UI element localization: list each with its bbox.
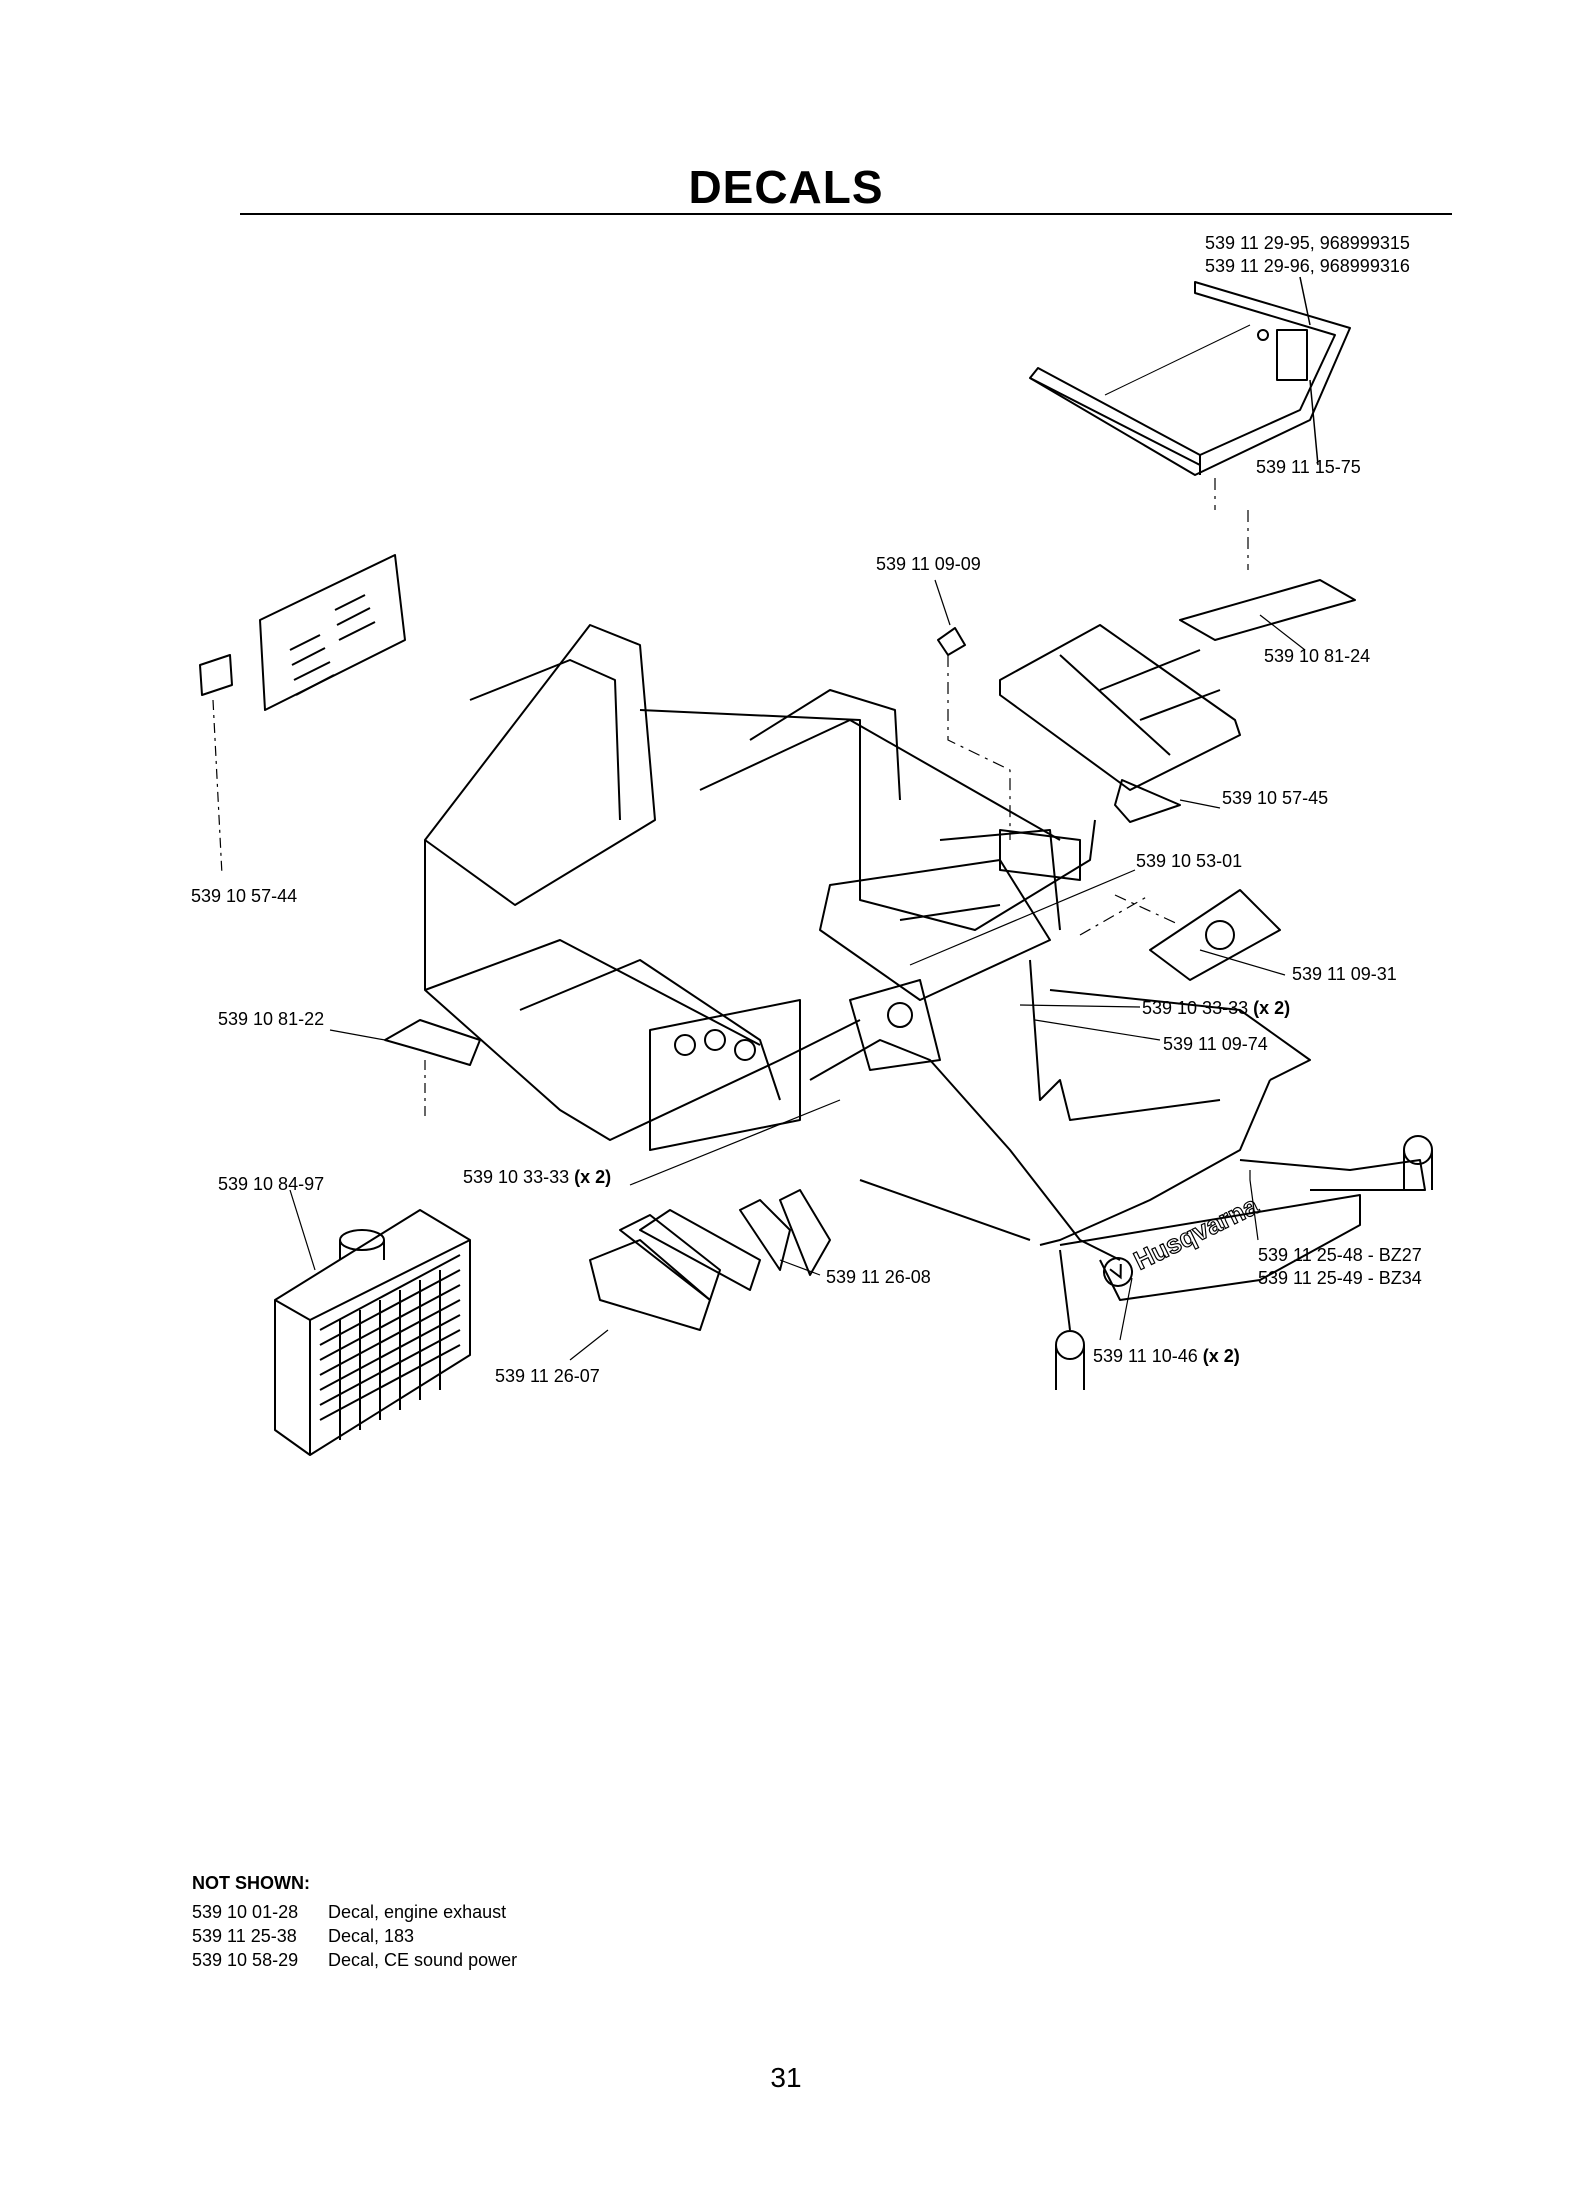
- not-shown-heading: NOT SHOWN:: [192, 1873, 310, 1893]
- page-number: 31: [770, 2062, 802, 2093]
- callout-label: 539 11 29-96, 968999316: [1205, 256, 1410, 276]
- deck-decal-26-07-drawing: [589, 1239, 711, 1331]
- decal-81-24-drawing: [1179, 579, 1356, 641]
- grille-panel-drawing: [199, 554, 406, 711]
- callout-label: 539 10 57-45: [1222, 788, 1329, 808]
- callout-label: 539 11 10-46 (x 2): [1093, 1346, 1240, 1366]
- page-title: DECALS: [688, 161, 884, 213]
- title-rule: [240, 213, 1452, 215]
- callout-label: 539 10 84-97: [218, 1174, 325, 1194]
- callout-label: 539 10 33-33 (x 2): [1142, 998, 1291, 1018]
- radiator-drawing: [274, 1209, 471, 1456]
- callout-label: 539 11 09-09: [876, 554, 981, 574]
- callout-label: 539 11 09-31: [1292, 964, 1397, 984]
- callout-label: 539 11 25-48 - BZ27: [1258, 1245, 1422, 1265]
- callout-label: 539 10 57-44: [191, 886, 298, 906]
- console-panel-drawing: [1029, 281, 1351, 476]
- callout-label: 539 11 09-74: [1163, 1034, 1268, 1054]
- callout-label: 539 11 26-08: [826, 1267, 931, 1287]
- callout-label: 539 11 15-75: [1256, 457, 1361, 477]
- callout-label: 539 10 81-24: [1264, 646, 1371, 666]
- callout-label: 539 10 53-01: [1136, 851, 1243, 871]
- callout-label: 539 11 25-49 - BZ34: [1258, 1268, 1422, 1288]
- callout-label: 539 10 33-33 (x 2): [463, 1167, 612, 1187]
- callout-label: 539 10 81-22: [218, 1009, 325, 1029]
- callout-label: 539 11 29-95, 968999315: [1205, 233, 1410, 253]
- ladder-frame-drawing: [999, 624, 1241, 823]
- husqvarna-logo: Husqvarna: [1103, 1189, 1264, 1287]
- callout-label: 539 11 26-07: [495, 1366, 600, 1386]
- svg-text:Husqvarna: Husqvarna: [1129, 1190, 1263, 1276]
- chassis-drawing: [424, 624, 1433, 1390]
